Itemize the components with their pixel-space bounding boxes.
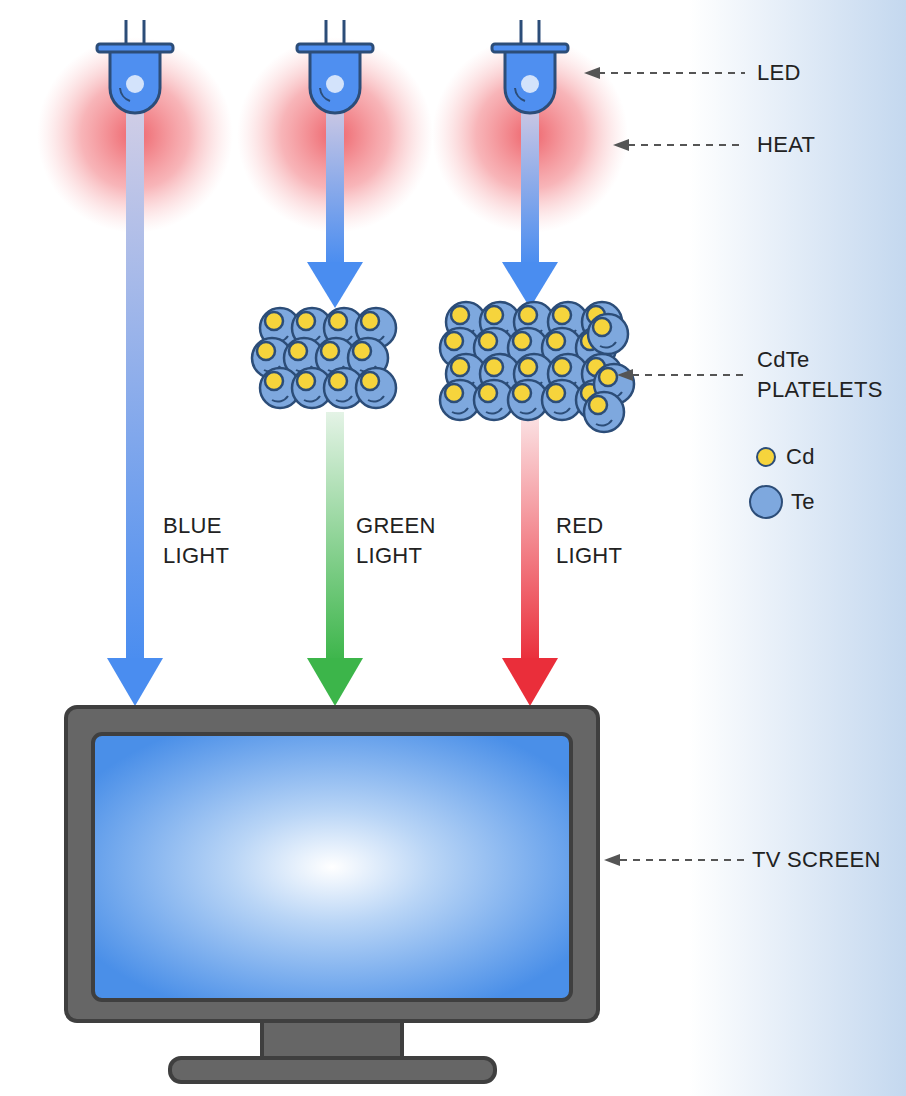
- led-symbol: [492, 20, 568, 113]
- light-label: GREEN LIGHT: [356, 511, 448, 571]
- legend-text: Cd: [786, 442, 815, 472]
- callout-label: TV SCREEN: [752, 845, 881, 875]
- cdte-atom: [588, 314, 628, 354]
- legend-text: Te: [791, 487, 815, 517]
- callout-label: LED: [757, 58, 801, 88]
- callout-label: CdTe PLATELETS: [757, 345, 897, 405]
- cdte-atom: [584, 392, 624, 432]
- light-label: BLUE LIGHT: [163, 511, 255, 571]
- led-symbol: [297, 20, 373, 113]
- led-symbol: [97, 20, 173, 113]
- legend-swatch: [756, 447, 776, 467]
- cdte-atom: [356, 368, 396, 408]
- legend-swatch: [749, 485, 783, 519]
- callout-label: HEAT: [757, 130, 815, 160]
- light-label: RED LIGHT: [556, 511, 648, 571]
